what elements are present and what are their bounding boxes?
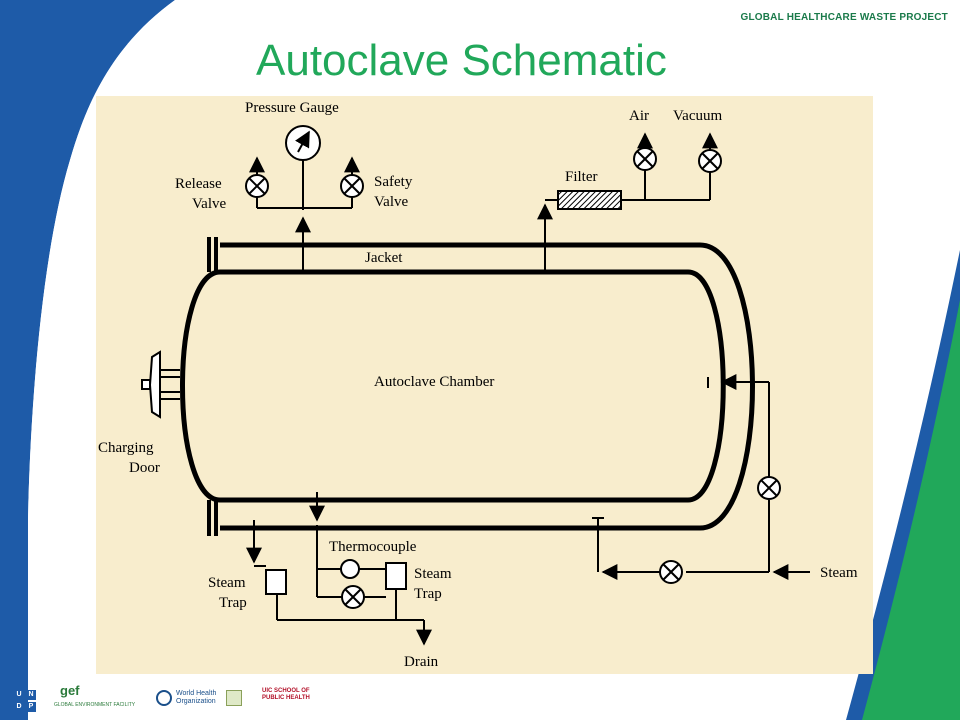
release-valve-label: Valve <box>192 196 226 212</box>
charging-door <box>141 350 180 419</box>
safety-valve-label: Safety <box>374 174 413 190</box>
pressure-gauge-icon <box>285 125 321 161</box>
undp-logo: U N D P <box>14 690 36 712</box>
who-emblem-icon <box>156 690 172 706</box>
who-logo: World Health Organization <box>176 690 217 705</box>
jacket-steam-valve-icon <box>757 476 781 500</box>
autoclave-schematic: Pressure Gauge Release Valve Safety Valv… <box>98 100 858 670</box>
vacuum-valve-icon <box>698 132 722 173</box>
filter-icon <box>557 190 622 210</box>
release-valve-icon <box>245 156 269 198</box>
safety-valve-label: Valve <box>374 194 408 210</box>
thermocouple-label: Thermocouple <box>329 539 417 555</box>
left-white-band <box>28 0 200 660</box>
steam-trap-right-label: Steam <box>414 566 452 582</box>
steam-trap-right-label: Trap <box>414 586 442 602</box>
partner-logo-icon <box>226 690 242 706</box>
gef-logo-subtitle: GLOBAL ENVIRONMENT FACILITY <box>54 702 136 708</box>
page-title: Autoclave Schematic <box>256 36 667 85</box>
air-label: Air <box>629 108 649 124</box>
drain-label: Drain <box>404 654 439 670</box>
steam-trap-left-icon <box>265 569 287 595</box>
steam-trap-left-label: Steam <box>208 575 246 591</box>
right-green-swoosh <box>850 280 960 720</box>
steam-label: Steam <box>820 565 858 581</box>
thermocouple-icon <box>340 559 360 579</box>
jacket-label: Jacket <box>365 250 403 266</box>
uic-logo: UIC SCHOOL OF PUBLIC HEALTH <box>262 688 310 701</box>
safety-valve-icon <box>340 156 364 198</box>
steam-trap-right-icon <box>385 562 407 590</box>
diagram-panel: Pressure Gauge Release Valve Safety Valv… <box>96 96 873 674</box>
filter-label: Filter <box>565 169 598 185</box>
steam-trap-left-label: Trap <box>219 595 247 611</box>
pressure-gauge-label: Pressure Gauge <box>245 100 339 116</box>
vacuum-label: Vacuum <box>673 108 722 124</box>
project-label: GLOBAL HEALTHCARE WASTE PROJECT <box>740 12 948 23</box>
autoclave-chamber-shell <box>180 269 726 503</box>
charging-door-label: Charging <box>98 440 154 456</box>
charging-door-label: Door <box>129 460 160 476</box>
jacket-outer-shell <box>220 242 755 531</box>
air-valve-icon <box>633 132 657 171</box>
gef-logo: gef <box>60 683 80 698</box>
release-valve-label: Release <box>175 176 222 192</box>
steam-valve-icon <box>659 560 683 584</box>
chamber-label: Autoclave Chamber <box>374 374 494 390</box>
drain-valve-icon <box>341 585 365 609</box>
left-blue-swoosh <box>0 0 175 720</box>
